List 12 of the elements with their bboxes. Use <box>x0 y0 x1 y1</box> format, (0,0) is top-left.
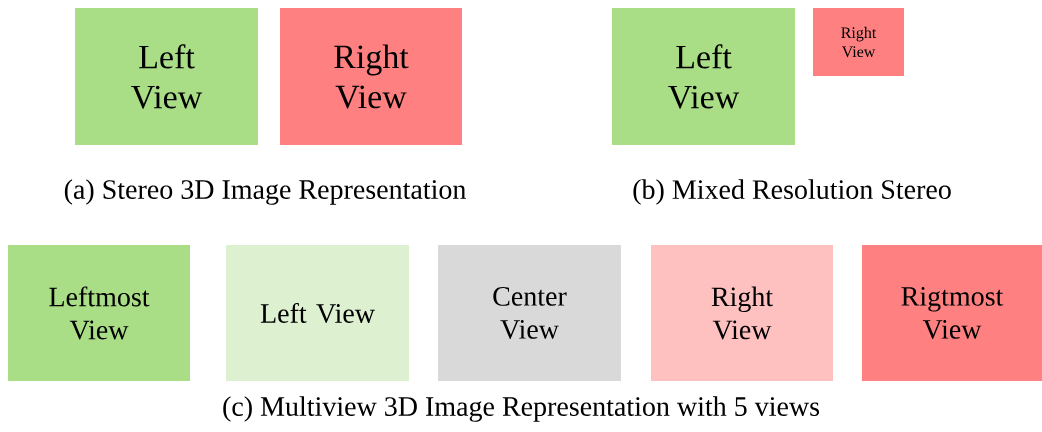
view-box: Left View <box>75 8 258 145</box>
view-box: Left View <box>226 245 409 381</box>
view-box: Leftmost View <box>8 245 190 381</box>
caption: (c) Multiview 3D Image Representation with 5 views <box>223 396 820 422</box>
view-box: Right View <box>651 245 833 381</box>
caption: (b) Mixed Resolution Stereo <box>633 179 951 205</box>
view-box: Right View <box>813 8 904 76</box>
view-box: Center View <box>438 245 621 381</box>
view-box: Rigtmost View <box>862 245 1042 381</box>
view-box: Right View <box>280 8 462 145</box>
caption: (a) Stereo 3D Image Representation <box>64 179 466 205</box>
view-box: Left View <box>612 8 795 145</box>
